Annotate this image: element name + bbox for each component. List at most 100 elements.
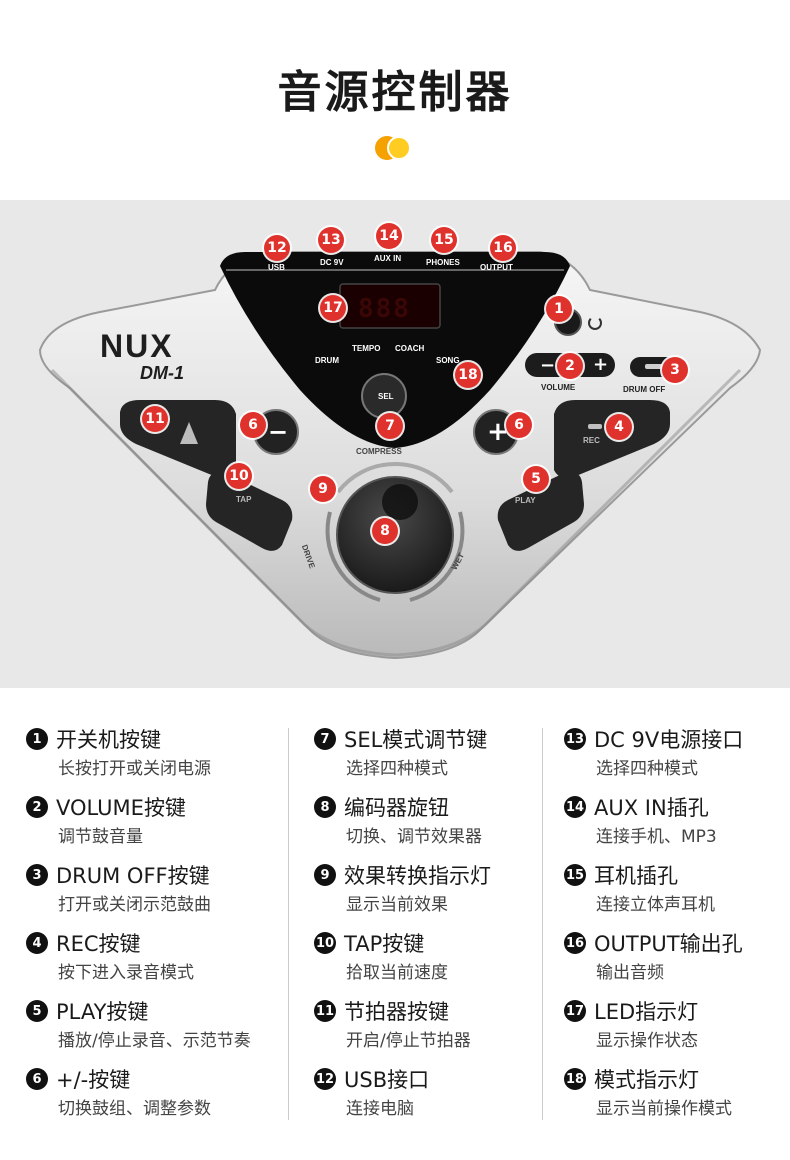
tap-label: TAP [236, 495, 252, 504]
sel-label: SEL [378, 392, 394, 401]
badge-17: 17 [320, 295, 346, 321]
legend-title: DRUM OFF按键 [56, 864, 210, 888]
legend-desc: 打开或关闭示范鼓曲 [58, 895, 211, 915]
power-icon [588, 316, 602, 330]
dot-yellow [387, 136, 411, 160]
badge-6-plus: 6 [506, 412, 532, 438]
legend-number: 14 [564, 796, 586, 818]
legend-item: 12 USB接口连接电脑 [314, 1064, 540, 1132]
legend-number: 11 [314, 1000, 336, 1022]
legend-number: 4 [26, 932, 48, 954]
legend-title: AUX IN插孔 [594, 796, 709, 820]
device-drawing [38, 251, 762, 660]
legend-item: 8 编码器旋钮切换、调节效果器 [314, 792, 540, 860]
legend-title: PLAY按键 [56, 1000, 149, 1024]
legend-number: 13 [564, 728, 586, 750]
port-label-output: OUTPUT [480, 263, 513, 272]
legend-desc: 选择四种模式 [596, 759, 698, 779]
badge-2: 2 [557, 353, 583, 379]
badge-11: 11 [142, 406, 168, 432]
legend-desc: 切换、调节效果器 [346, 827, 482, 847]
badge-1: 1 [546, 296, 572, 322]
legend-column-1: 1 开关机按键长按打开或关闭电源 2 VOLUME按键调节鼓音量 3 DRUM OFF… [26, 724, 286, 1132]
legend-title: 模式指示灯 [594, 1068, 699, 1092]
legend-item: 15 耳机插孔连接立体声耳机 [564, 860, 786, 928]
effect-ring-arc-left [325, 511, 381, 602]
legend-desc: 调节鼓音量 [58, 827, 143, 847]
legend-title: 耳机插孔 [594, 864, 678, 888]
badge-7: 7 [377, 413, 403, 439]
rec-button-shape [554, 400, 670, 478]
legend-item: 3 DRUM OFF按键打开或关闭示范鼓曲 [26, 860, 286, 928]
legend-desc: 拾取当前速度 [346, 963, 448, 983]
brand-logo: NUX [100, 328, 174, 364]
port-label-phones: PHONES [426, 258, 460, 267]
badge-18: 18 [455, 362, 481, 388]
mode-label-song: SONG [436, 356, 460, 365]
badge-15: 15 [431, 227, 457, 253]
port-label-dc: DC 9V [320, 258, 344, 267]
black-panel [220, 252, 570, 448]
legend-number: 6 [26, 1068, 48, 1090]
mode-label-tempo: TEMPO [352, 344, 381, 353]
device-photo-area: USB DC 9V AUX IN PHONES OUTPUT DRUM TEMP… [0, 200, 790, 688]
device-edge-shadow [50, 368, 742, 657]
legend-number: 15 [564, 864, 586, 886]
volume-minus-glyph: − [540, 355, 556, 376]
legend-divider-1 [288, 728, 289, 1120]
legend-number: 10 [314, 932, 336, 954]
badge-3: 3 [662, 357, 688, 383]
port-label-usb: USB [268, 263, 285, 272]
mode-label-drum: DRUM [315, 356, 339, 365]
legend-title: USB接口 [344, 1068, 430, 1092]
legend-title: 编码器旋钮 [344, 796, 449, 820]
legend-desc: 连接手机、MP3 [596, 827, 717, 847]
legend-desc: 按下进入录音模式 [58, 963, 194, 983]
legend-number: 12 [314, 1068, 336, 1090]
legend-number: 3 [26, 864, 48, 886]
legend-number: 1 [26, 728, 48, 750]
port-label-aux: AUX IN [374, 254, 402, 263]
badge-5: 5 [523, 466, 549, 492]
rec-label: REC [583, 436, 600, 445]
badge-13: 13 [318, 227, 344, 253]
legend-desc: 切换鼓组、调整参数 [58, 1099, 211, 1119]
volume-label: VOLUME [541, 383, 576, 392]
legend-title: REC按键 [56, 932, 141, 956]
play-label: PLAY [515, 496, 536, 505]
legend-item: 14 AUX IN插孔连接手机、MP3 [564, 792, 786, 860]
effect-ring-arc-right [409, 511, 465, 602]
legend-desc: 连接立体声耳机 [596, 895, 715, 915]
legend-desc: 显示操作状态 [596, 1031, 698, 1051]
badge-6-minus: 6 [240, 412, 266, 438]
legend-number: 2 [26, 796, 48, 818]
legend-number: 5 [26, 1000, 48, 1022]
legend-title: LED指示灯 [594, 1000, 699, 1024]
legend-desc: 长按打开或关闭电源 [58, 759, 211, 779]
legend-title: 效果转换指示灯 [344, 864, 491, 888]
legend-item: 1 开关机按键长按打开或关闭电源 [26, 724, 286, 792]
legend-title: 开关机按键 [56, 728, 161, 752]
page-title: 音源控制器 [277, 67, 513, 118]
badge-14: 14 [376, 223, 402, 249]
badge-16: 16 [490, 235, 516, 261]
badge-4: 4 [606, 414, 632, 440]
drum-off-label: DRUM OFF [623, 385, 666, 394]
legend-desc: 连接电脑 [346, 1099, 414, 1119]
model-name: DM-1 [140, 363, 184, 383]
legend-number: 8 [314, 796, 336, 818]
legend-desc: 输出音频 [596, 963, 664, 983]
legend-title: TAP按键 [344, 932, 425, 956]
legend-title: VOLUME按键 [56, 796, 186, 820]
legend-title: +/-按键 [56, 1068, 131, 1092]
